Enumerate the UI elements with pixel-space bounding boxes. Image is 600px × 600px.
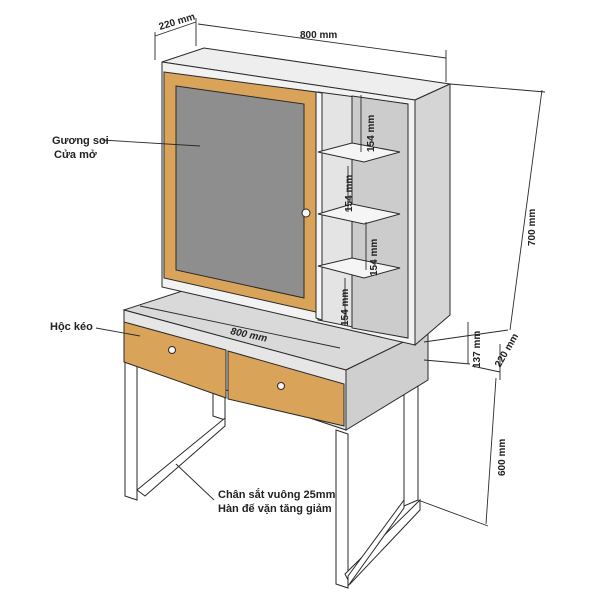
callout-legs-2: Hàn đế vặn tăng giảm (218, 503, 332, 515)
desk-side-panel (345, 329, 429, 431)
dim-shelf-4: 154 mm (340, 289, 351, 326)
mirror-glass (175, 85, 305, 299)
mirror-door-knob[interactable] (301, 208, 311, 218)
shelf-2 (317, 203, 401, 225)
drawer-right-knob[interactable] (277, 382, 285, 390)
dimension-lines (139, 18, 546, 527)
drawers (123, 321, 345, 427)
drawer-left-knob[interactable] (168, 346, 176, 354)
callout-legs-1: Chân sắt vuông 25mm (218, 488, 336, 501)
callout-labels: Gương soi Cửa mở Hộc kéo Chân sắt vuông … (50, 135, 336, 515)
callout-mirror-2: Cửa mở (54, 149, 97, 161)
hutch-side (414, 83, 451, 347)
dim-step-height: 137 mm (472, 331, 483, 368)
dim-shelf-2: 154 mm (344, 175, 355, 212)
shelf-3 (317, 257, 401, 279)
dim-total-height: 700 mm (527, 209, 538, 246)
leader-lines (95, 139, 215, 501)
mirror-door[interactable] (163, 71, 317, 313)
dim-leg-height: 600 mm (497, 439, 508, 476)
dim-top-depth: 220 mm (158, 11, 197, 32)
drawer-right[interactable] (227, 350, 345, 427)
callout-mirror-1: Gương soi (52, 135, 109, 147)
dim-top-width: 800 mm (300, 30, 337, 41)
dim-shelf-1: 154 mm (366, 115, 377, 152)
shelf-1 (317, 142, 401, 163)
open-shelves (315, 91, 409, 339)
drawer-left[interactable] (123, 321, 227, 399)
callout-drawer: Hộc kéo (50, 321, 93, 333)
dim-step-depth: 220 mm (493, 332, 521, 370)
dim-shelf-3: 154 mm (369, 239, 380, 276)
